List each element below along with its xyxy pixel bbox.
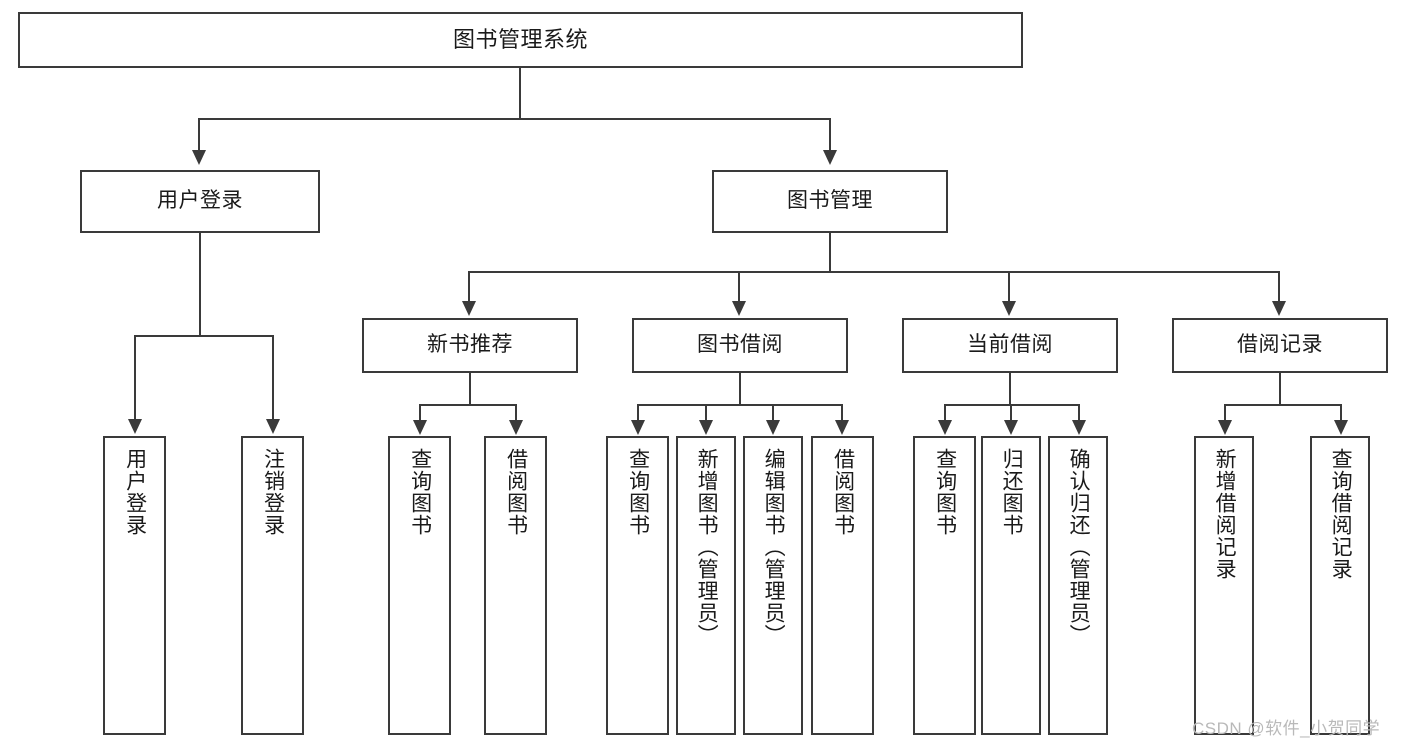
connector-drop-leaf-add-book [705, 404, 707, 422]
arrowhead-current-borrow [1002, 301, 1016, 316]
connector-new-book-recommend-stem [469, 373, 471, 404]
connector-borrow-record-bus [1224, 404, 1341, 406]
connector-root-stem [519, 68, 521, 118]
connector-drop-user-login [198, 118, 200, 152]
node-label: 注销登录 [261, 448, 285, 536]
node-label: 查询借阅记录 [1329, 448, 1353, 580]
connector-book-borrow-bus [637, 404, 843, 406]
node-book-borrow[interactable]: 图书借阅 [632, 318, 848, 373]
connector-drop-leaf-confirm-return [1078, 404, 1080, 422]
arrowhead-book-management [823, 150, 837, 165]
connector-book-borrow-stem [739, 373, 741, 404]
arrowhead-leaf-logout-login [266, 419, 280, 434]
arrowhead-user-login [192, 150, 206, 165]
node-root-book-management-system[interactable]: 图书管理系统 [18, 12, 1023, 68]
node-label: 新书推荐 [427, 333, 513, 357]
leaf-add-borrow-record[interactable]: 新增借阅记录 [1194, 436, 1254, 735]
connector-drop-leaf-query-record [1340, 404, 1342, 422]
node-user-login[interactable]: 用户登录 [80, 170, 320, 233]
connector-drop-leaf-add-record [1224, 404, 1226, 422]
arrowhead-borrow-record [1272, 301, 1286, 316]
node-label: 当前借阅 [967, 333, 1053, 357]
node-label: 用户登录 [123, 448, 147, 536]
leaf-query-book-borrow[interactable]: 查询图书 [606, 436, 669, 735]
leaf-return-book[interactable]: 归还图书 [981, 436, 1041, 735]
connector-drop-leaf-logout-login [272, 335, 274, 421]
leaf-borrow-book-recommend[interactable]: 借阅图书 [484, 436, 547, 735]
arrowhead-leaf-borrow-book-1 [509, 420, 523, 435]
connector-level3-bus [468, 271, 1280, 273]
connector-drop-book-borrow [738, 271, 740, 303]
connector-book-management-stem [829, 233, 831, 271]
leaf-edit-book[interactable]: 编辑图书（管理员） [743, 436, 803, 735]
connector-drop-leaf-borrow-book-1 [515, 404, 517, 422]
node-label: 查询图书 [408, 448, 432, 536]
connector-drop-leaf-query-book-1 [419, 404, 421, 422]
connector-drop-leaf-query-book-2 [637, 404, 639, 422]
connector-drop-leaf-edit-book [772, 404, 774, 422]
connector-drop-leaf-return-book [1010, 404, 1012, 422]
node-label: 查询图书 [626, 448, 650, 536]
node-current-borrow[interactable]: 当前借阅 [902, 318, 1118, 373]
leaf-confirm-return[interactable]: 确认归还（管理员） [1048, 436, 1108, 735]
connector-borrow-record-stem [1279, 373, 1281, 404]
node-label: 归还图书 [1000, 448, 1024, 536]
arrowhead-new-book-recommend [462, 301, 476, 316]
node-label: 新增借阅记录 [1213, 448, 1237, 580]
connector-new-book-recommend-bus [419, 404, 516, 406]
arrowhead-leaf-return-book [1004, 420, 1018, 435]
node-borrow-record[interactable]: 借阅记录 [1172, 318, 1388, 373]
connector-user-login-bus [134, 335, 274, 337]
arrowhead-leaf-confirm-return [1072, 420, 1086, 435]
arrowhead-leaf-query-book-1 [413, 420, 427, 435]
connector-drop-leaf-user-login [134, 335, 136, 421]
connector-drop-leaf-borrow-book-2 [841, 404, 843, 422]
node-label: 图书借阅 [697, 333, 783, 357]
connector-drop-borrow-record [1278, 271, 1280, 303]
arrowhead-leaf-query-record [1334, 420, 1348, 435]
connector-level2-bus [198, 118, 831, 120]
connector-current-borrow-stem [1009, 373, 1011, 404]
arrowhead-leaf-add-book [699, 420, 713, 435]
node-label: 确认归还（管理员） [1067, 448, 1091, 646]
connector-drop-new-book-recommend [468, 271, 470, 303]
node-label: 借阅记录 [1237, 333, 1323, 357]
connector-current-borrow-bus [944, 404, 1080, 406]
connector-drop-book-management [829, 118, 831, 152]
node-label: 借阅图书 [831, 448, 855, 536]
connector-user-login-stem [199, 233, 201, 335]
node-label: 图书管理 [787, 189, 873, 213]
node-label: 编辑图书（管理员） [762, 448, 786, 646]
node-label: 新增图书（管理员） [695, 448, 719, 646]
node-new-book-recommend[interactable]: 新书推荐 [362, 318, 578, 373]
arrowhead-leaf-query-book-2 [631, 420, 645, 435]
arrowhead-leaf-borrow-book-2 [835, 420, 849, 435]
arrowhead-leaf-query-book-3 [938, 420, 952, 435]
leaf-query-book-recommend[interactable]: 查询图书 [388, 436, 451, 735]
arrowhead-leaf-add-record [1218, 420, 1232, 435]
leaf-borrow-book-borrow[interactable]: 借阅图书 [811, 436, 874, 735]
arrowhead-leaf-user-login [128, 419, 142, 434]
leaf-query-borrow-record[interactable]: 查询借阅记录 [1310, 436, 1370, 735]
leaf-logout-login[interactable]: 注销登录 [241, 436, 304, 735]
leaf-user-login[interactable]: 用户登录 [103, 436, 166, 735]
connector-drop-leaf-query-book-3 [944, 404, 946, 422]
node-label: 查询图书 [933, 448, 957, 536]
connector-drop-current-borrow [1008, 271, 1010, 303]
arrowhead-leaf-edit-book [766, 420, 780, 435]
node-book-management[interactable]: 图书管理 [712, 170, 948, 233]
leaf-add-book[interactable]: 新增图书（管理员） [676, 436, 736, 735]
node-label: 图书管理系统 [452, 27, 588, 53]
arrowhead-book-borrow [732, 301, 746, 316]
node-label: 借阅图书 [504, 448, 528, 536]
leaf-query-book-current[interactable]: 查询图书 [913, 436, 976, 735]
node-label: 用户登录 [157, 189, 243, 213]
